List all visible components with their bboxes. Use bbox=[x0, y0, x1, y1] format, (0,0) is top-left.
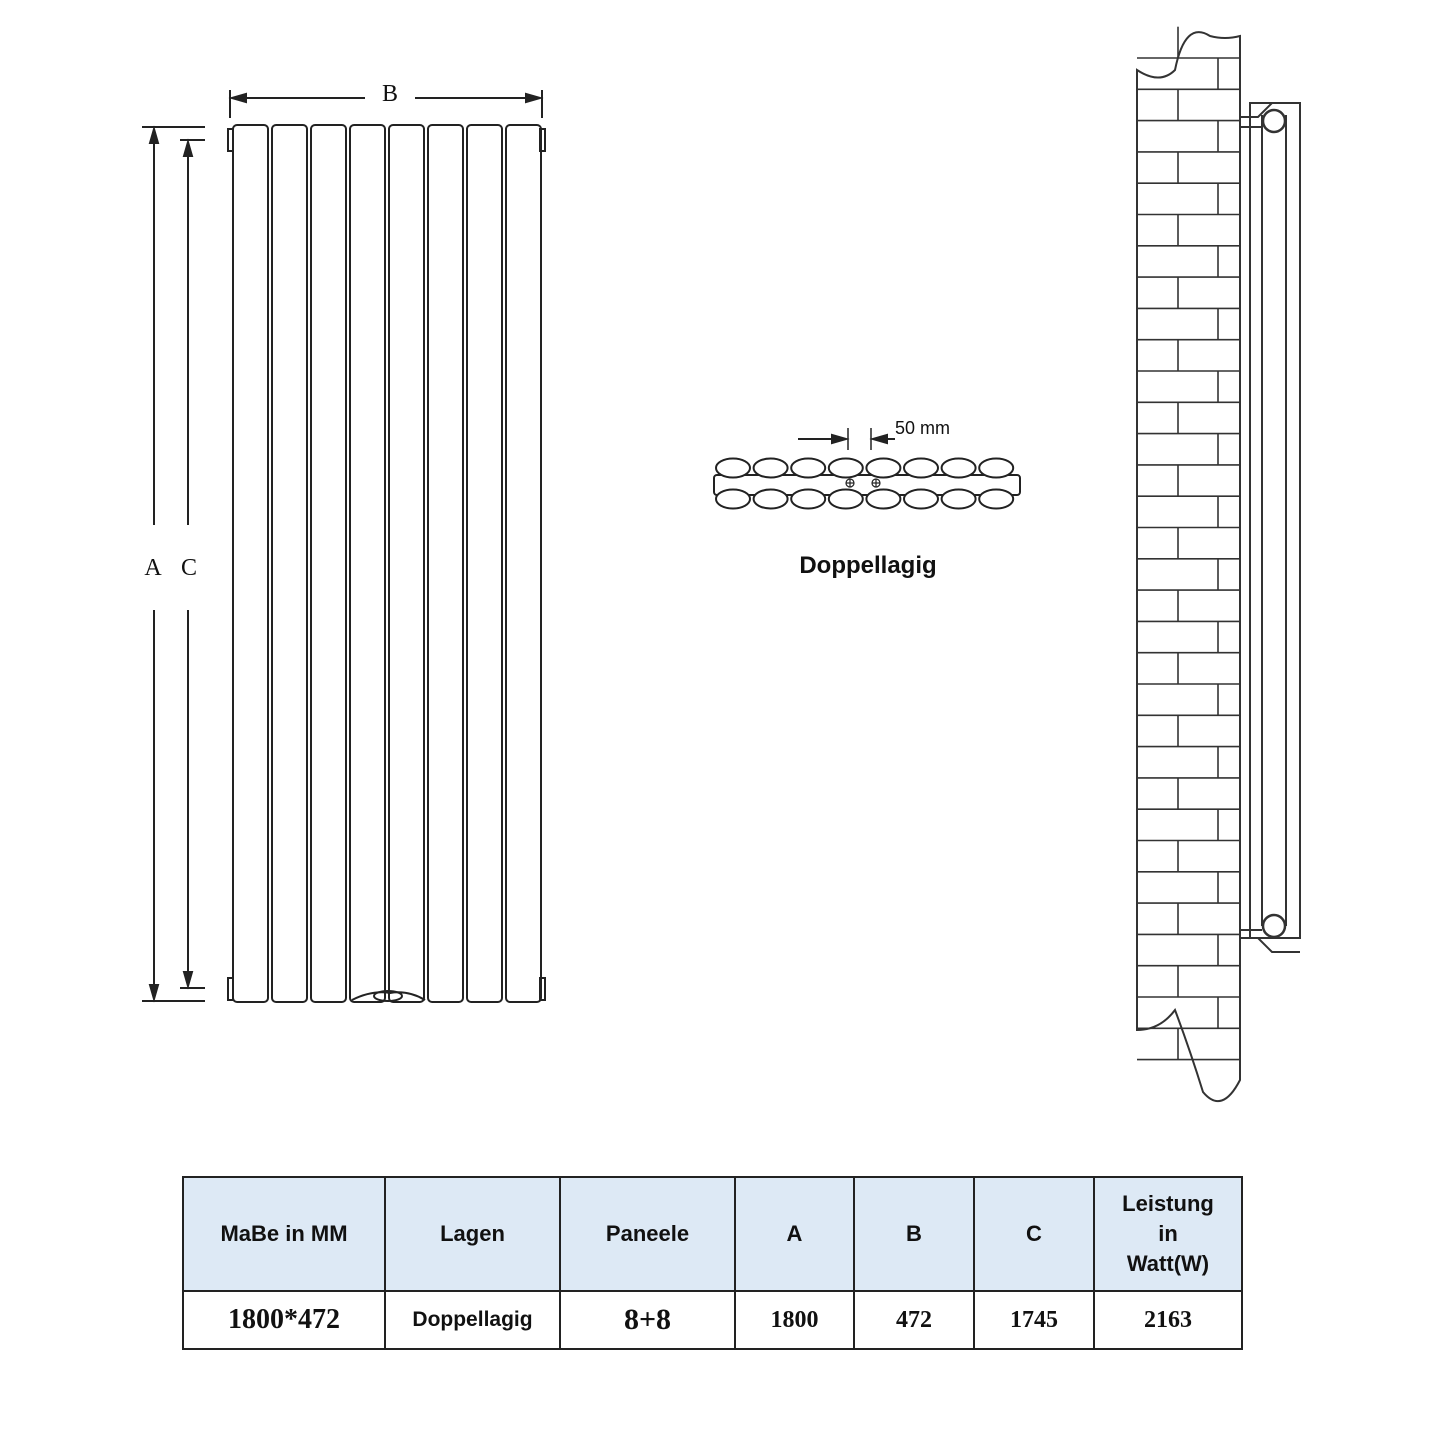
cross-section-tubes bbox=[715, 457, 1015, 510]
radiator-side bbox=[1249, 102, 1301, 939]
cell-c: 1745 bbox=[973, 1290, 1095, 1350]
tube-top bbox=[940, 457, 977, 479]
tube-bottom bbox=[940, 488, 977, 510]
tube-bottom bbox=[827, 488, 864, 510]
header-mabe: MaBe in MM bbox=[182, 1176, 386, 1292]
tube-bottom bbox=[978, 488, 1015, 510]
label-b: B bbox=[382, 81, 398, 107]
tube-top bbox=[865, 457, 902, 479]
tube-top bbox=[903, 457, 939, 479]
radiator-panel bbox=[232, 124, 269, 1003]
radiator-panel bbox=[505, 124, 542, 1003]
header-b: B bbox=[853, 1176, 975, 1292]
dimension-a bbox=[142, 125, 205, 1003]
table-header-row: MaBe in MM Lagen Paneele A B C Leistung … bbox=[182, 1176, 1243, 1292]
cross-section bbox=[713, 428, 1021, 510]
radiator-panel bbox=[388, 124, 425, 1003]
radiator-panels bbox=[232, 124, 542, 1003]
tube-top bbox=[978, 457, 1015, 479]
header-c: C bbox=[973, 1176, 1095, 1292]
header-paneele: Paneele bbox=[559, 1176, 736, 1292]
tube-bottom bbox=[790, 488, 827, 510]
tube-bottom bbox=[865, 488, 902, 510]
radiator-panel bbox=[349, 124, 386, 1003]
table-row: 1800*472 Doppellagig 8+8 1800 472 1745 2… bbox=[182, 1290, 1243, 1350]
cell-a: 1800 bbox=[734, 1290, 855, 1350]
label-a: A bbox=[144, 555, 162, 581]
header-a: A bbox=[734, 1176, 855, 1292]
tube-top bbox=[827, 457, 864, 479]
cross-section-caption: Doppellagig bbox=[799, 552, 936, 579]
header-leistung: Leistung in Watt(W) bbox=[1093, 1176, 1243, 1292]
spacing-label: 50 mm bbox=[895, 418, 950, 438]
header-leistung-line3: Watt(W) bbox=[1126, 1251, 1210, 1276]
header-leistung-line1: Leistung bbox=[1122, 1191, 1214, 1216]
dimension-b bbox=[228, 90, 544, 118]
tube-bottom bbox=[715, 488, 751, 510]
radiator-panel bbox=[310, 124, 347, 1003]
cell-paneele: 8+8 bbox=[559, 1290, 736, 1350]
bottom-valve bbox=[351, 991, 426, 1001]
tube-top bbox=[790, 457, 827, 479]
header-leistung-line2: in bbox=[1158, 1221, 1178, 1246]
cell-lagen: Doppellagig bbox=[384, 1290, 561, 1350]
dimension-c bbox=[180, 138, 205, 990]
radiator-panel bbox=[466, 124, 503, 1003]
front-view bbox=[142, 90, 546, 1003]
tube-top bbox=[715, 457, 751, 479]
radiator-panel bbox=[427, 124, 464, 1003]
header-lagen: Lagen bbox=[384, 1176, 561, 1292]
cell-mabe: 1800*472 bbox=[182, 1290, 386, 1350]
radiator-panel bbox=[271, 124, 308, 1003]
wall-outline bbox=[1136, 31, 1241, 1103]
tube-top bbox=[752, 457, 789, 479]
cell-b: 472 bbox=[853, 1290, 975, 1350]
tube-bottom bbox=[752, 488, 789, 510]
cell-leistung: 2163 bbox=[1093, 1290, 1243, 1350]
label-c: C bbox=[181, 555, 197, 581]
tube-bottom bbox=[903, 488, 939, 510]
side-view bbox=[1136, 26, 1301, 1103]
brick-wall bbox=[1137, 26, 1240, 1061]
spec-table: MaBe in MM Lagen Paneele A B C Leistung … bbox=[182, 1176, 1243, 1350]
